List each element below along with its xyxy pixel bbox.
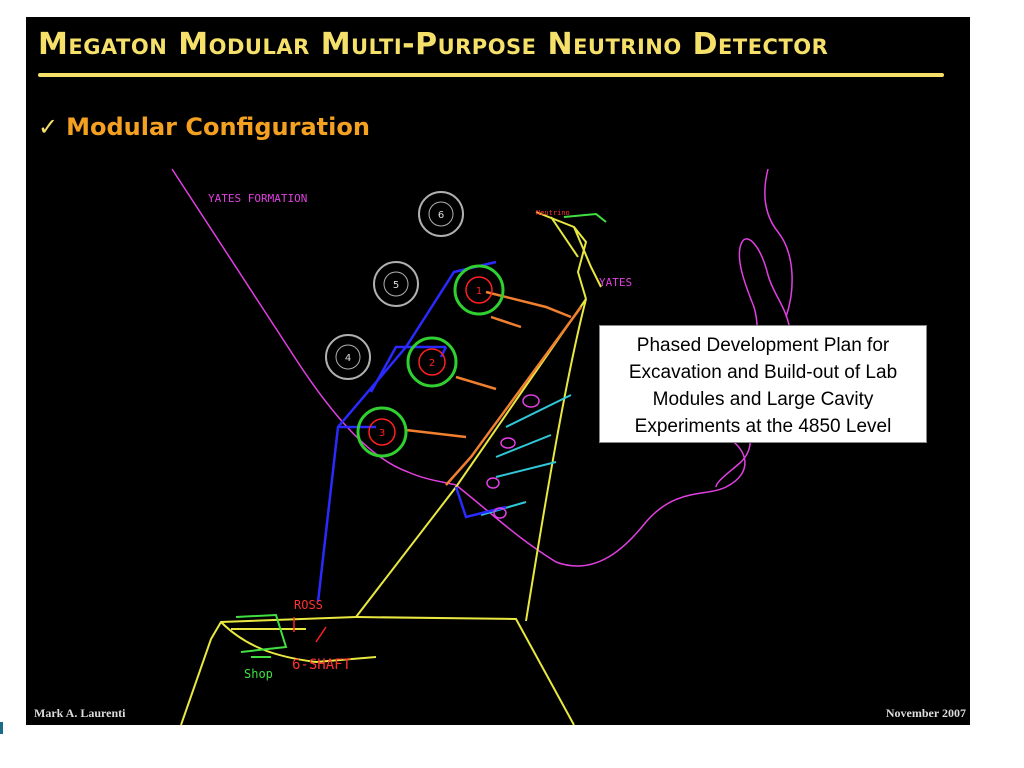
mine-layout-diagram: 1 2 3 4 5 6 — [171, 168, 793, 725]
checkmark-icon: ✓ — [38, 113, 59, 141]
ross-shaft-marks — [293, 617, 327, 643]
yates-formation-boundary — [171, 168, 457, 486]
yates-contact-upper — [764, 168, 793, 318]
module-label: 6 — [438, 210, 444, 221]
footer-date: November 2007 — [885, 706, 966, 720]
title-underline — [38, 73, 944, 77]
slide-subtitle: ✓Modular Configuration — [38, 113, 370, 147]
shaft-label: 6-SHAFT — [292, 657, 352, 673]
cyan-drifts — [480, 394, 572, 516]
module-1: 1 — [453, 264, 505, 316]
neutrino-marker — [563, 212, 607, 223]
callout-text-box: Phased Development Plan for Excavation a… — [599, 325, 927, 443]
module-5: 5 — [373, 261, 419, 307]
yellow-drifts — [180, 211, 602, 725]
module-6: 6 — [418, 191, 464, 237]
module-2: 2 — [406, 336, 458, 388]
shop-label: Shop — [244, 667, 273, 681]
small-cavities — [486, 394, 540, 519]
ross-label: ROSS — [294, 598, 323, 612]
module-label: 2 — [429, 358, 435, 369]
shop-area — [235, 613, 288, 658]
orange-drifts — [405, 290, 583, 486]
module-label: 5 — [393, 280, 399, 291]
yates-formation-label: YATES FORMATION — [208, 192, 308, 205]
page-edge-marker — [0, 722, 3, 734]
subtitle-text: Modular Configuration — [66, 113, 370, 141]
footer-author: Mark A. Laurenti — [34, 706, 126, 720]
neutrino-label: Neutrino — [536, 209, 570, 217]
module-label: 3 — [379, 428, 385, 439]
slide: Megaton Modular Multi-Purpose Neutrino D… — [26, 17, 970, 725]
module-label: 1 — [476, 286, 482, 297]
yates-label: YATES — [599, 276, 633, 289]
module-4: 4 — [325, 334, 371, 380]
slide-title: Megaton Modular Multi-Purpose Neutrino D… — [38, 27, 829, 62]
module-label: 4 — [345, 353, 351, 364]
module-3: 3 — [356, 406, 408, 458]
